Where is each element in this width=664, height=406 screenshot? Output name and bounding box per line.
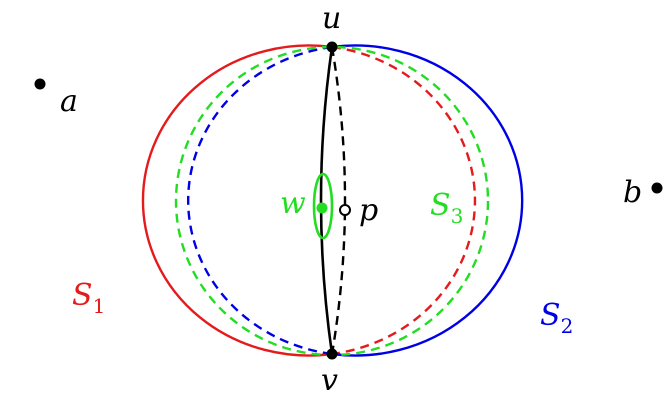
label-s3-main: S <box>430 188 451 223</box>
point-p <box>339 204 351 216</box>
label-s2: S2 <box>540 298 573 338</box>
point-u <box>326 41 338 53</box>
label-v: v <box>321 363 338 398</box>
label-w: w <box>280 186 306 221</box>
label-s1-main: S <box>72 278 93 313</box>
circle-s2-dashed-arc <box>187 45 333 356</box>
label-s1-sub: 1 <box>93 294 106 318</box>
label-s3: S3 <box>430 188 463 228</box>
label-u: u <box>322 1 341 36</box>
label-b: b <box>623 175 642 210</box>
circle-s1-solid-arc <box>141 44 333 357</box>
label-s3-sub: 3 <box>451 204 464 228</box>
circle-s1-dashed-arc <box>331 45 477 356</box>
point-a <box>34 78 46 90</box>
circle-s2-solid-arc <box>331 44 524 357</box>
label-s2-main: S <box>540 298 561 333</box>
label-a: a <box>60 84 78 119</box>
point-w <box>316 202 328 214</box>
region-w-ellipse <box>312 172 334 240</box>
label-s2-sub: 2 <box>561 314 574 338</box>
curve-dashed-uv <box>330 46 347 355</box>
point-v <box>326 348 338 360</box>
point-b <box>651 182 663 194</box>
label-s1: S1 <box>72 278 105 318</box>
curve-solid-uv <box>319 46 334 355</box>
label-p: p <box>359 193 378 228</box>
